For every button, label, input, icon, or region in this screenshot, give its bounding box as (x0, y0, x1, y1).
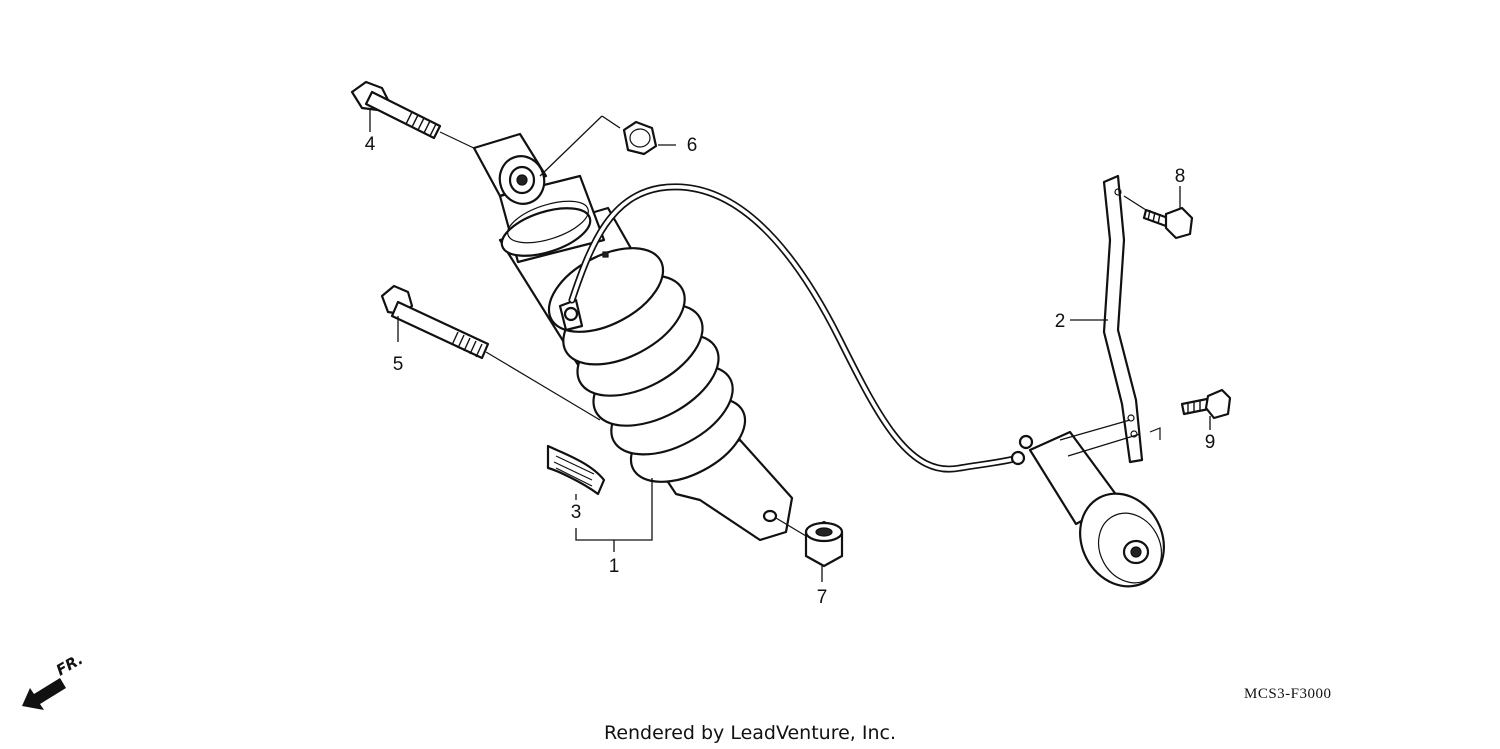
callout-4: 4 (365, 134, 376, 155)
adjuster-bracket (1102, 174, 1144, 464)
lower-mount-bolt (380, 284, 490, 360)
callout-5: 5 (393, 354, 404, 375)
caution-label (546, 444, 606, 496)
callout-6: 6 (687, 135, 698, 156)
bracket-upper-bolt (1142, 206, 1194, 240)
diagram-code: MCS3-F3000 (1244, 686, 1332, 702)
direction-label: FR. (53, 650, 86, 679)
bracket-lower-bolt (1180, 388, 1232, 420)
callout-1: 1 (609, 556, 620, 577)
preload-adjuster (1010, 430, 1165, 588)
upper-nut (622, 120, 658, 156)
callout-3: 3 (571, 502, 582, 523)
callout-9: 9 (1205, 432, 1216, 453)
callout-2: 2 (1055, 311, 1066, 332)
lower-nut (804, 520, 844, 568)
front-direction-arrow-icon (22, 678, 66, 710)
footer-credit: Rendered by LeadVenture, Inc. (604, 722, 896, 744)
callout-7: 7 (817, 587, 828, 608)
upper-mount-bolt (350, 80, 442, 140)
rear-shock-absorber (472, 132, 794, 542)
callout-8: 8 (1175, 166, 1186, 187)
preload-hose (568, 183, 1022, 473)
